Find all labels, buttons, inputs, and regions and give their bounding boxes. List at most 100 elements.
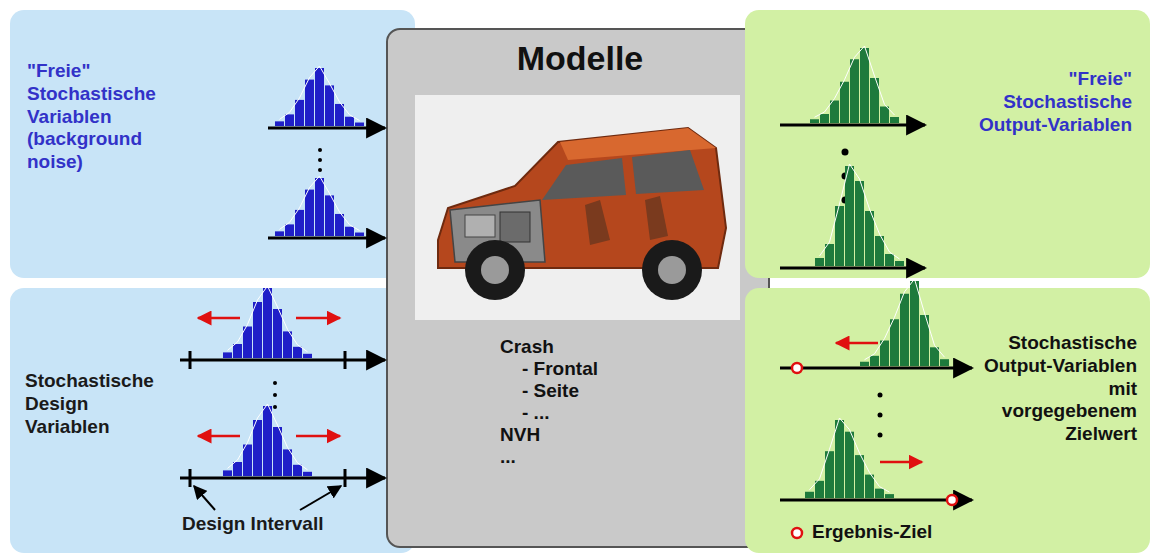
density-curve <box>865 279 945 360</box>
histogram-bar <box>305 190 314 236</box>
output-panel: "Freie" Stochastische Output-Variablen <box>745 10 1150 278</box>
histogram-bar <box>870 356 879 366</box>
model-item: NVH <box>500 424 700 447</box>
box-title: Modelle <box>388 38 772 79</box>
design-interval-pointers <box>194 486 341 510</box>
histogram-bar <box>355 123 364 126</box>
panel-heading: Stochastische Output-Variablen mit vorge… <box>975 332 1137 446</box>
histogram-bar <box>815 481 824 498</box>
model-item: - ... <box>522 402 722 425</box>
histogram-bar <box>820 114 829 123</box>
histogram-bar <box>335 214 344 236</box>
histogram-bar <box>283 331 292 358</box>
histogram-bar <box>895 261 904 266</box>
histogram-bar <box>830 101 839 124</box>
histogram-bar <box>275 231 284 236</box>
histogram-bar <box>855 455 864 498</box>
histogram-bar <box>355 233 364 236</box>
histogram-bar <box>845 166 854 266</box>
density-curve <box>280 66 360 121</box>
histogram-bar <box>285 224 294 236</box>
panel-heading: "Freie" Stochastische Output-Variablen <box>960 68 1132 136</box>
histogram-bar <box>880 341 889 367</box>
histogram-bar <box>865 211 874 266</box>
histogram-bar <box>293 465 302 476</box>
histogram-bar <box>273 309 282 358</box>
legend-text: Ergebnis-Ziel <box>812 521 932 543</box>
histogram-bar <box>940 359 949 366</box>
histograms <box>223 46 949 498</box>
histogram-bar <box>825 244 834 266</box>
panel-heading: Stochastische Design Variablen <box>25 370 175 438</box>
histogram-bar <box>345 227 354 236</box>
histogram-bar <box>243 327 252 359</box>
histogram-bar <box>253 302 262 358</box>
output-panel: Stochastische Output-Variablen mit vorge… <box>745 288 1150 553</box>
model-item: Crash <box>500 336 700 359</box>
histogram-bar <box>810 119 819 123</box>
histogram-bar <box>890 117 899 123</box>
histogram-bar <box>325 85 334 126</box>
histogram-bar <box>285 114 294 126</box>
density-curve <box>228 286 308 352</box>
histogram-bar <box>293 347 302 358</box>
histogram-bar <box>860 362 869 366</box>
histogram-bar <box>815 258 824 266</box>
model-item: - Seite <box>522 380 722 403</box>
histogram-bar <box>253 420 262 476</box>
histogram-bar <box>263 288 272 358</box>
density-curve <box>280 176 360 231</box>
ellipsis-dots <box>273 148 883 438</box>
histogram-bar <box>885 254 894 266</box>
histogram-bar <box>303 354 312 358</box>
histogram-bar <box>233 344 242 358</box>
histogram-bar <box>865 475 874 498</box>
histogram-bar <box>315 68 324 126</box>
histogram-bar <box>305 80 314 126</box>
histogram-bar <box>345 117 354 126</box>
histogram-bar <box>835 420 844 498</box>
histogram-bar <box>315 178 324 236</box>
histogram-bar <box>845 432 854 498</box>
histogram-bar <box>880 107 889 124</box>
histogram-bar <box>275 121 284 126</box>
histogram-bar <box>850 59 859 123</box>
histogram-bar <box>855 181 864 266</box>
input-panel: Stochastische Design VariablenDesign Int… <box>10 288 415 553</box>
histogram-bar <box>805 492 814 498</box>
histogram-bar <box>875 489 884 498</box>
axes <box>180 125 972 500</box>
histogram-bar <box>233 462 242 476</box>
histogram-bar <box>295 210 304 236</box>
histogram-bar <box>243 445 252 477</box>
histogram-bar <box>273 427 282 476</box>
histogram-bar <box>223 470 232 476</box>
histogram-bar <box>910 281 919 366</box>
model-item: ... <box>500 446 700 469</box>
histogram-bar <box>900 294 909 366</box>
panel-heading: "Freie" Stochastische Variablen (backgro… <box>27 60 187 174</box>
histogram-bar <box>303 472 312 476</box>
target-marks <box>792 363 957 538</box>
histogram-bar <box>890 319 899 366</box>
histogram-bar <box>860 48 869 123</box>
model-item: - Frontal <box>522 358 722 381</box>
histogram-bar <box>325 195 334 236</box>
shift-arrows <box>198 318 922 462</box>
histogram-bar <box>930 347 939 366</box>
histogram-bar <box>295 100 304 126</box>
density-curve <box>815 46 895 117</box>
histogram-bar <box>840 82 849 123</box>
density-curve <box>810 418 890 492</box>
car-picture <box>415 95 740 320</box>
histogram-bar <box>263 406 272 476</box>
interval-label: Design Intervall <box>182 513 382 536</box>
histogram-bar <box>335 104 344 126</box>
density-curve <box>820 164 900 259</box>
histogram-bar <box>223 352 232 358</box>
histogram-bar <box>283 449 292 476</box>
density-curve <box>228 404 308 470</box>
histogram-bar <box>885 494 894 498</box>
